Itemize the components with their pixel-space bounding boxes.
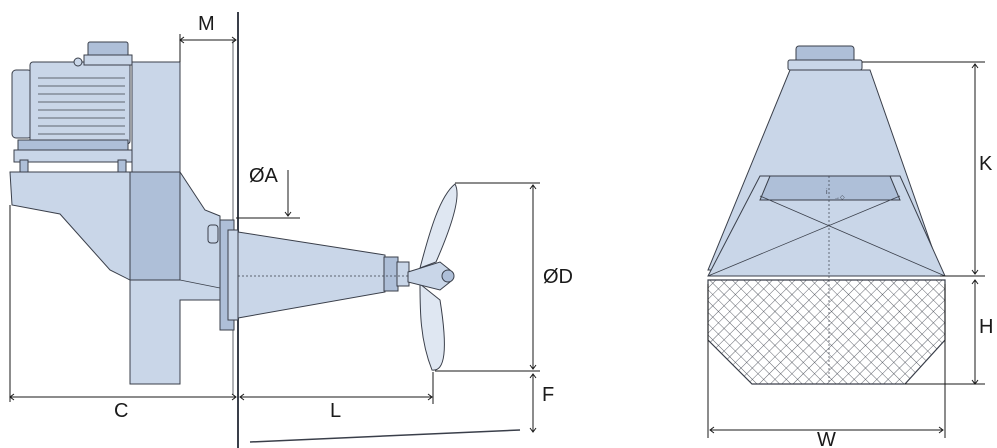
side-view: M ØA ØD F C L [9,12,573,448]
label-C: C [114,400,128,422]
label-A: ØA [249,165,279,187]
label-L: L [330,400,341,422]
svg-text:→◇: →◇ [834,195,845,201]
label-F: F [542,384,554,406]
label-D: ØD [543,266,573,288]
label-K: K [979,153,993,175]
propeller [407,183,458,371]
gear-housing [9,61,221,385]
front-view: i →◇ K H W [707,45,993,448]
motor [11,41,133,173]
mesh-guard [707,279,946,385]
label-M: M [198,13,215,35]
tank-floor-line [249,429,521,443]
svg-text:i: i [826,189,828,196]
label-H: H [979,316,993,338]
shaft-tube [237,231,386,319]
label-W: W [817,429,836,448]
